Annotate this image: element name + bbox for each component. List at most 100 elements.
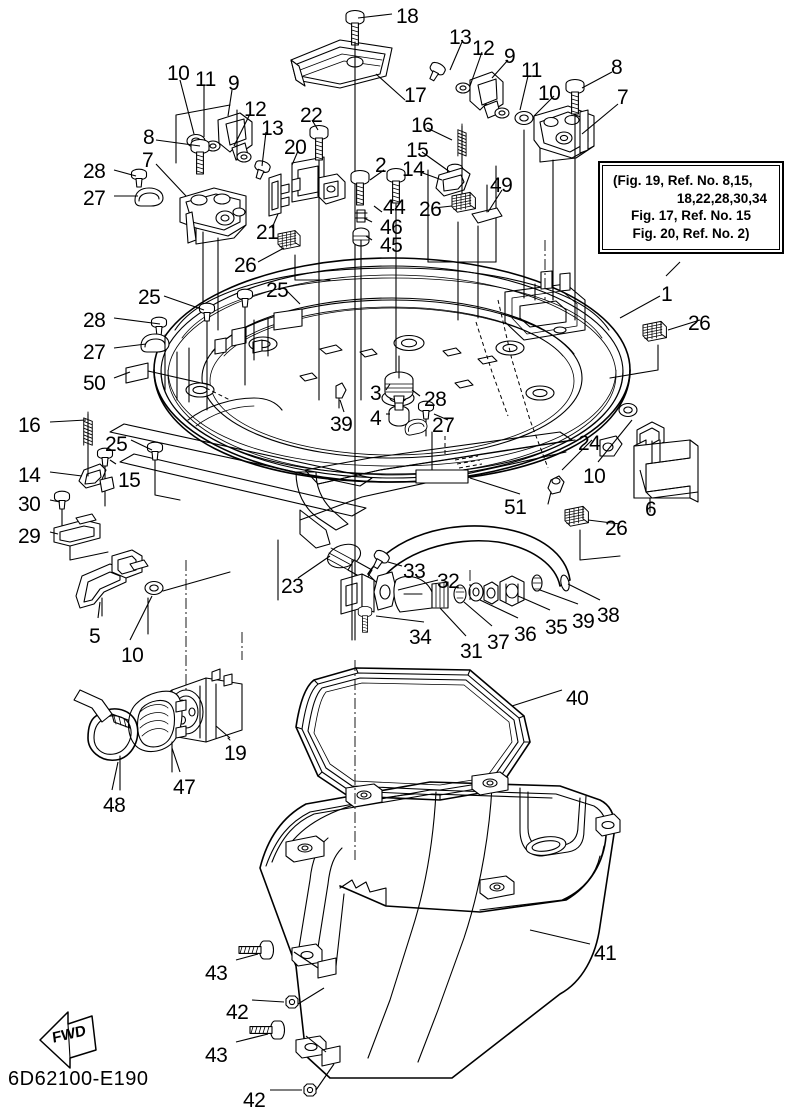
callout-35: 35 [545,616,568,639]
callout-13: 13 [261,117,284,140]
assembly-19-47-48 [73,668,243,791]
callout-6: 6 [645,498,657,521]
callout-42: 42 [243,1089,266,1112]
callout-39: 39 [330,413,353,436]
callout-10: 10 [583,465,606,488]
callout-10: 10 [121,644,144,667]
callout-20: 20 [284,136,307,159]
callout-26: 26 [419,198,442,221]
callout-18: 18 [396,5,419,28]
callout-24: 24 [578,432,601,455]
callout-10: 10 [167,62,190,85]
callout-11: 11 [195,68,216,91]
callout-8: 8 [611,56,623,79]
callout-46: 46 [380,216,403,239]
callout-51: 51 [504,496,527,519]
assembly-3-4-center [335,355,435,471]
callout-8: 8 [143,126,155,149]
assembly-hose-fittings [277,525,571,641]
callout-15: 15 [406,139,429,162]
assembly-top-arm-17 [290,9,393,641]
callout-28: 28 [424,388,447,411]
callout-9: 9 [504,45,516,68]
callout-38: 38 [597,604,620,627]
callout-48: 48 [103,794,126,817]
assembly-2-44-46-45 [350,167,406,401]
callout-33: 33 [403,560,426,583]
callout-16: 16 [18,414,41,437]
callout-39: 39 [572,610,595,633]
callout-12: 12 [244,98,267,121]
reference-line-1: (Fig. 19, Ref. No. 8,15, [613,173,753,188]
callout-4: 4 [370,407,382,430]
callout-42: 42 [226,1001,249,1024]
callout-27: 27 [432,414,455,437]
callout-25: 25 [105,433,128,456]
callout-40: 40 [566,687,589,710]
callout-1: 1 [661,283,673,306]
callout-5: 5 [89,625,101,648]
callout-14: 14 [402,158,425,181]
assembly-right-side [547,320,699,561]
callout-15: 15 [118,469,141,492]
callout-12: 12 [472,37,495,60]
callout-34: 34 [409,626,432,649]
callout-2: 2 [375,154,387,177]
callout-19: 19 [224,742,247,765]
callout-43: 43 [205,1044,228,1067]
assembly-center-left-clip [268,124,346,401]
assembly-upper-right-latch [424,59,595,321]
callout-41: 41 [594,942,617,965]
assembly-left-mid [125,288,254,501]
assembly-left-bracket [130,138,247,331]
callout-22: 22 [300,104,323,127]
callout-21: 21 [256,221,279,244]
callout-28: 28 [83,160,106,183]
callout-28: 28 [83,309,106,332]
callout-16: 16 [411,114,434,137]
callout-27: 27 [83,341,106,364]
drawing-part-number: 6D62100-E190 [8,1068,149,1090]
callout-7: 7 [617,86,629,109]
callout-3: 3 [370,382,382,405]
callout-13: 13 [449,26,472,49]
callout-25: 25 [138,286,161,309]
reference-note-box: (Fig. 19, Ref. No. 8,15, 18,22,28,30,34 … [598,161,784,255]
callout-37: 37 [487,631,510,654]
centerlines [185,240,546,860]
callout-27: 27 [83,187,106,210]
callout-50: 50 [83,372,106,395]
callout-23: 23 [281,575,304,598]
callout-17: 17 [404,84,427,107]
fwd-arrow-icon [39,1011,97,1069]
assembly-16-15-14-upper [427,123,497,263]
assembly-30-29 [53,490,109,561]
reference-line-4: Fig. 20, Ref. No. 2) [632,225,750,241]
callout-43: 43 [205,962,228,985]
callout-30: 30 [18,493,41,516]
callout-25: 25 [266,279,289,302]
callout-14: 14 [18,464,41,487]
reference-line-3: Fig. 17, Ref. No. 15 [630,208,752,224]
callout-31: 31 [460,640,483,663]
callout-26: 26 [688,312,711,335]
gasket-40 [295,667,531,801]
callout-9: 9 [228,72,240,95]
callout-29: 29 [18,525,41,548]
callout-36: 36 [514,623,537,646]
fasteners-42-43 [235,940,335,1097]
bottom-cowling-41 [259,771,621,1079]
callout-45: 45 [380,234,403,257]
callout-26: 26 [605,517,628,540]
assembly-5-10-handle [75,549,231,635]
assembly-left-spring-clip [78,411,115,507]
damper-26-left [277,230,301,250]
reference-line-2: 18,22,28,30,34 [676,190,767,206]
assembly-upper-left-latch [175,104,272,182]
callout-11: 11 [521,59,542,82]
damper-26-center [451,191,476,213]
leader-lines [49,13,701,945]
callout-10: 10 [538,82,561,105]
